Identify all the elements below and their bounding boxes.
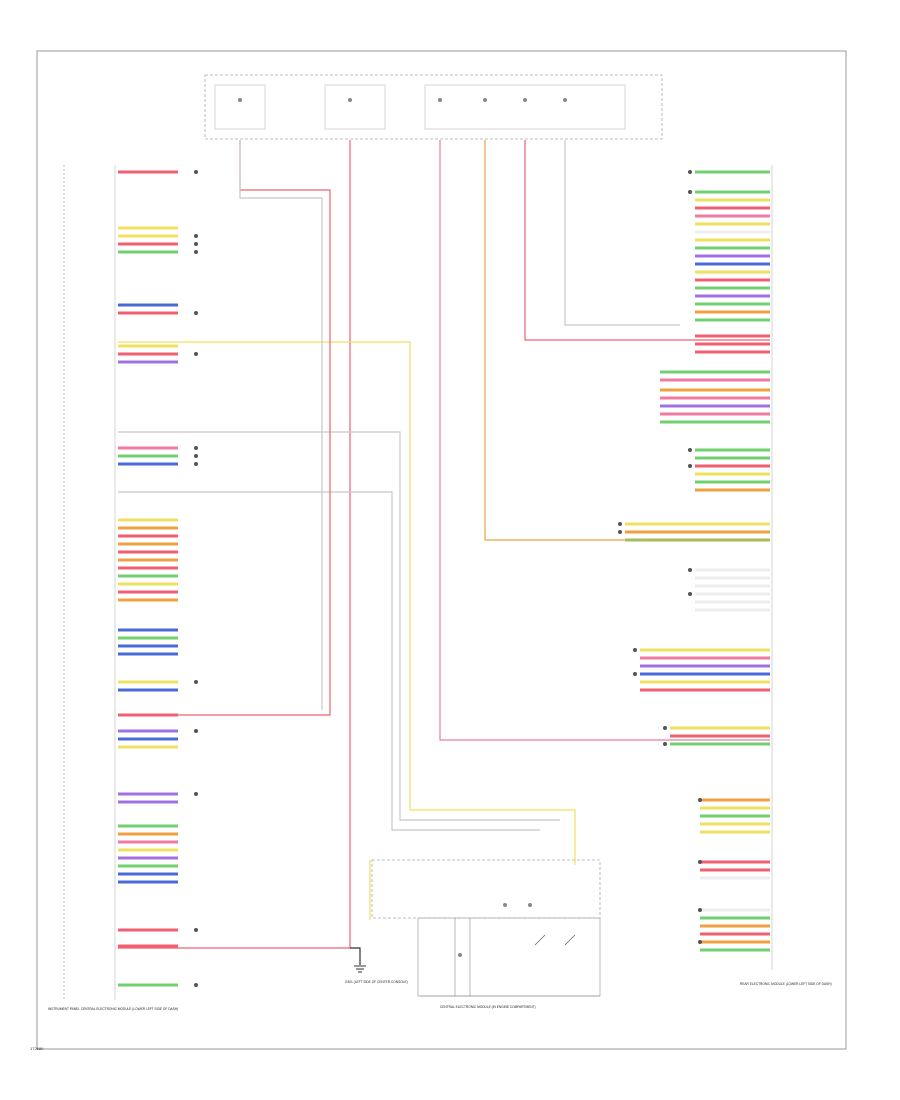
wire-black-ground bbox=[350, 947, 361, 965]
ground-symbol-icon bbox=[354, 965, 366, 973]
wire-grey-left bbox=[118, 431, 560, 821]
wire-grey-box bbox=[239, 140, 323, 710]
routed-wires bbox=[118, 140, 770, 965]
wire-grey-left-2 bbox=[118, 491, 540, 831]
left-module-label: INSTRUMENT PANEL CENTRAL ELECTRONIC MODU… bbox=[48, 1007, 178, 1011]
right-module-label: REAR ELECTRONIC MODULE (LOWER LEFT SIDE … bbox=[740, 982, 832, 986]
diagram-frame bbox=[36, 50, 847, 1050]
wire-red-upper bbox=[524, 140, 770, 341]
wire-pink-right bbox=[439, 140, 770, 741]
fuse-block bbox=[204, 74, 663, 140]
left-connector bbox=[63, 165, 116, 1000]
bottom-module-label: CENTRAL ELECTRONIC MODULE (IN ENGINE COM… bbox=[440, 1005, 536, 1009]
right-wire-stubs bbox=[625, 170, 770, 952]
bottom-module bbox=[371, 859, 601, 997]
left-wire-stubs bbox=[118, 170, 178, 987]
ground-label: G301 (LEFT SIDE OF CENTER CONSOLE) bbox=[345, 980, 408, 984]
connector-dots bbox=[194, 170, 702, 987]
wire-grey-upper bbox=[564, 140, 680, 326]
wire-yellow-long bbox=[118, 341, 576, 865]
wire-orange-right bbox=[484, 140, 770, 541]
figure-id: 172680 bbox=[30, 1046, 44, 1051]
